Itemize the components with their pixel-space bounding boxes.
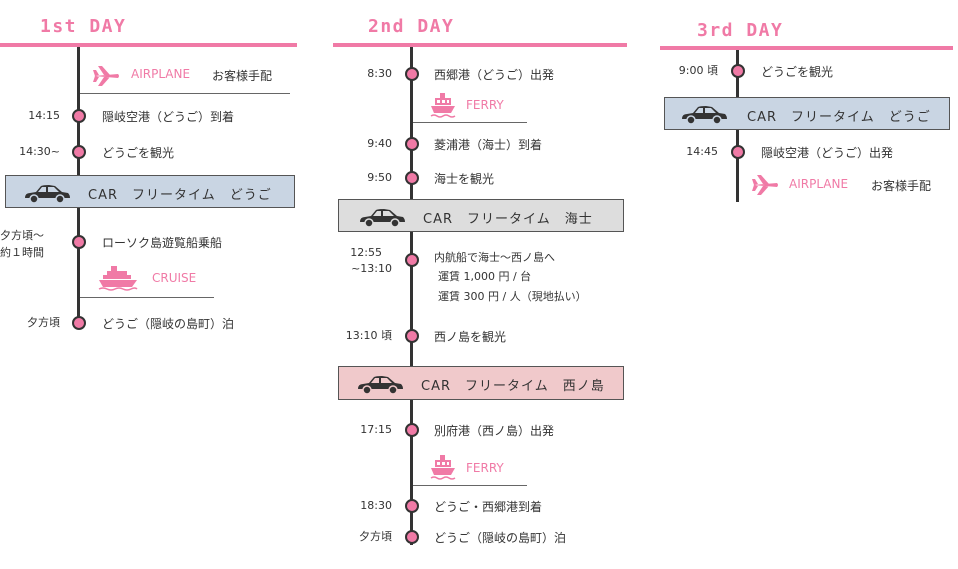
- airplane-icon: [752, 175, 778, 195]
- day3-title-rule: [660, 46, 953, 50]
- day2-stop4-text: 内航船で海士～西ノ島へ: [434, 251, 555, 264]
- ferry-icon: [430, 455, 456, 480]
- day1-title-rule: [0, 43, 297, 47]
- day2-stop6-dot: [405, 423, 419, 437]
- car-icon: [682, 106, 727, 125]
- day2-stop1-dot: [405, 67, 419, 81]
- day1-airplane-rule: [80, 93, 290, 94]
- day2-car1-label: CAR フリータイム 海士: [423, 212, 593, 227]
- day3-stop2-time: 14:45: [686, 145, 718, 158]
- day2-stop8-dot: [405, 530, 419, 544]
- day2-title-rule: [333, 43, 627, 47]
- day2-ferry2-label: FERRY: [466, 461, 504, 475]
- day3-airplane-suffix: お客様手配: [871, 179, 932, 193]
- car-icon: [358, 376, 403, 395]
- day1-stop2-time: 14:30~: [19, 145, 60, 158]
- day1-stop1-time: 14:15: [28, 109, 60, 122]
- day2-ferry1-label: FERRY: [466, 98, 504, 112]
- day2-timeline: [410, 47, 413, 545]
- day2-stop2-time: 9:40: [367, 137, 392, 150]
- day3-stop2-text: 隠岐空港（どうご）出発: [761, 146, 894, 160]
- day2-car2-box: CAR フリータイム 西ノ島: [338, 366, 624, 400]
- day2-stop4-time-line1: 12:55: [350, 246, 382, 259]
- day2-stop1-text: 西郷港（どうご）出発: [434, 68, 555, 82]
- day1-stop2-text: どうごを観光: [102, 146, 175, 160]
- day1-cruise-label: CRUISE: [152, 271, 197, 285]
- day1-stop1-dot: [72, 109, 86, 123]
- day2-stop7-dot: [405, 499, 419, 513]
- day2-stop4-note2: 運賃 300 円 / 人（現地払い）: [438, 290, 587, 303]
- day3-airplane-label: AIRPLANE: [789, 177, 849, 191]
- day3-stop1-text: どうごを観光: [761, 65, 834, 79]
- day1-title: 1st DAY: [40, 16, 127, 37]
- day2-car2-label: CAR フリータイム 西ノ島: [421, 379, 605, 394]
- day1-stop1-text: 隠岐空港（どうご）到着: [102, 110, 235, 124]
- day2-stop5-text: 西ノ島を観光: [434, 330, 507, 344]
- ferry-icon: [430, 93, 456, 118]
- day1-stop3-dot: [72, 235, 86, 249]
- day1-stop3-time-line2: 約１時間: [0, 246, 44, 259]
- car-icon: [25, 185, 70, 204]
- day2-stop2-text: 菱浦港（海士）到着: [434, 138, 543, 152]
- day3-stop2-dot: [731, 145, 745, 159]
- day3-car-label: CAR フリータイム どうご: [747, 110, 931, 125]
- day1-airplane-suffix: お客様手配: [212, 69, 273, 83]
- day2-stop6-text: 別府港（西ノ島）出発: [434, 424, 555, 438]
- day1-stop3-text: ローソク島遊覧船乗船: [102, 236, 223, 250]
- day2-stop6-time: 17:15: [360, 423, 392, 436]
- day2-stop8-time: 夕方頃: [359, 530, 392, 543]
- day1-stop4-text: どうご（隠岐の島町）泊: [102, 317, 235, 331]
- day1-cruise-rule: [80, 297, 214, 298]
- day1-stop4-time: 夕方頃: [27, 316, 60, 329]
- day2-stop7-text: どうご・西郷港到着: [434, 500, 543, 514]
- day2-stop8-text: どうご（隠岐の島町）泊: [434, 531, 567, 545]
- airplane-icon: [93, 66, 119, 86]
- day2-stop7-time: 18:30: [360, 499, 392, 512]
- day2-stop3-time: 9:50: [367, 171, 392, 184]
- day1-airplane-label: AIRPLANE: [131, 67, 191, 81]
- day1-car-label: CAR フリータイム どうご: [88, 188, 272, 203]
- day1-car-box: CAR フリータイム どうご: [5, 175, 295, 208]
- day2-ferry1-rule: [413, 122, 527, 123]
- day2-stop5-dot: [405, 329, 419, 343]
- day2-stop4-note1: 運賃 1,000 円 / 台: [438, 270, 532, 283]
- day3-stop1-dot: [731, 64, 745, 78]
- day1-stop3-time-line1: 夕方頃～: [0, 229, 44, 242]
- day1-stop4-dot: [72, 316, 86, 330]
- day2-title: 2nd DAY: [368, 16, 455, 37]
- day3-car-box: CAR フリータイム どうご: [664, 97, 950, 130]
- day2-stop1-time: 8:30: [367, 67, 392, 80]
- day2-ferry2-rule: [413, 485, 527, 486]
- car-icon: [360, 209, 405, 228]
- day1-stop2-dot: [72, 145, 86, 159]
- day3-stop1-time: 9:00 頃: [678, 64, 718, 77]
- day2-car1-box: CAR フリータイム 海士: [338, 199, 624, 232]
- day2-stop5-time: 13:10 頃: [345, 329, 392, 342]
- day2-stop3-text: 海士を観光: [434, 172, 495, 186]
- day2-stop4-time-line2: ~13:10: [351, 262, 392, 275]
- day3-title: 3rd DAY: [697, 20, 784, 41]
- cruise-ship-icon: [98, 266, 138, 291]
- day2-stop3-dot: [405, 171, 419, 185]
- day2-stop2-dot: [405, 137, 419, 151]
- day2-stop4-dot: [405, 253, 419, 267]
